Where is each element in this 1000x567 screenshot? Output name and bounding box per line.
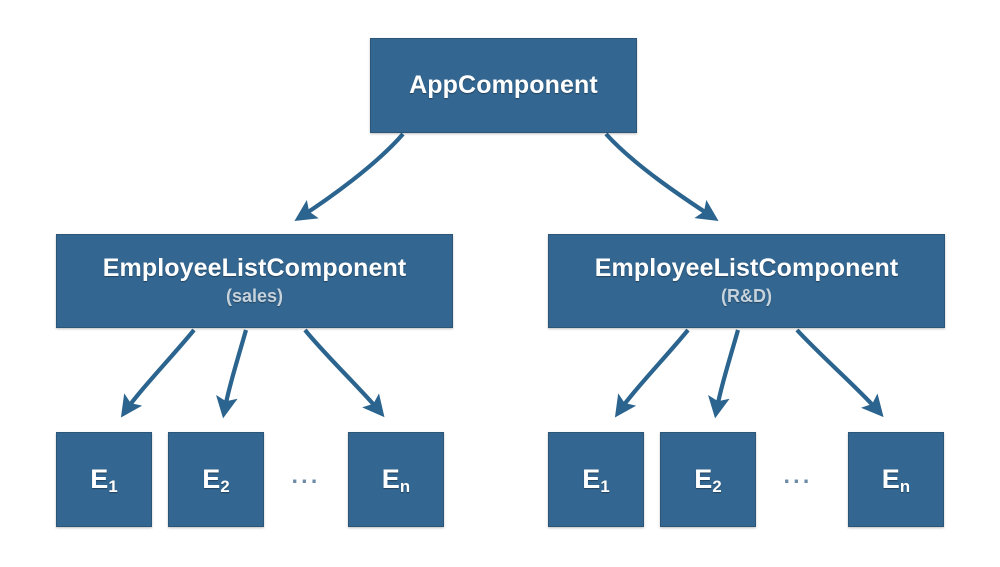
employee-base-letter: E (582, 463, 601, 494)
edge-rd-to-en (795, 328, 884, 418)
employee-base-letter: E (90, 463, 109, 494)
node-employee-list-sales[interactable]: EmployeeListComponent (sales) (56, 234, 453, 328)
ellipsis-rd: ··· (783, 467, 813, 494)
employee-index: 2 (220, 477, 230, 496)
employee-index: n (399, 477, 411, 496)
employee-index: 1 (108, 477, 118, 496)
node-employee-rd-e2[interactable]: E2 (660, 432, 756, 527)
node-employee-sales-e2-label: E2 (202, 463, 230, 496)
node-employee-sales-e2[interactable]: E2 (168, 432, 264, 527)
node-app-component[interactable]: AppComponent (370, 38, 637, 133)
employee-index: 1 (600, 477, 610, 496)
node-employee-sales-e1-label: E1 (90, 463, 118, 496)
node-employee-list-rd-label: EmployeeListComponent (594, 254, 899, 283)
node-employee-list-rd-sublabel: (R&D) (721, 285, 772, 306)
employee-base-letter: E (381, 463, 400, 494)
employee-base-letter: E (881, 463, 900, 494)
node-employee-rd-en[interactable]: En (848, 432, 944, 527)
node-employee-rd-en-label: En (881, 463, 911, 496)
edge-app-to-sales (294, 132, 405, 221)
edge-app-to-rd (604, 132, 719, 221)
ellipsis-sales: ··· (291, 467, 321, 494)
employee-index: n (899, 477, 911, 496)
node-employee-list-sales-sublabel: (sales) (225, 285, 284, 306)
node-employee-rd-e1[interactable]: E1 (548, 432, 644, 527)
employee-base-letter: E (694, 463, 713, 494)
edge-sales-to-e2 (216, 329, 249, 419)
node-employee-sales-en-label: En (381, 463, 411, 496)
edge-sales-to-en (303, 328, 385, 418)
node-employee-sales-en[interactable]: En (348, 432, 444, 527)
node-employee-list-rd[interactable]: EmployeeListComponent (R&D) (548, 234, 945, 328)
node-app-component-label: AppComponent (409, 70, 598, 99)
edge-sales-to-e1 (120, 328, 196, 418)
edge-rd-to-e1 (614, 328, 690, 418)
node-employee-sales-e1[interactable]: E1 (56, 432, 152, 527)
node-employee-rd-e2-label: E2 (694, 463, 722, 496)
node-employee-list-sales-label: EmployeeListComponent (102, 254, 407, 283)
edge-rd-to-e2 (708, 329, 741, 419)
employee-index: 2 (712, 477, 722, 496)
node-employee-rd-e1-label: E1 (582, 463, 610, 496)
employee-base-letter: E (202, 463, 221, 494)
